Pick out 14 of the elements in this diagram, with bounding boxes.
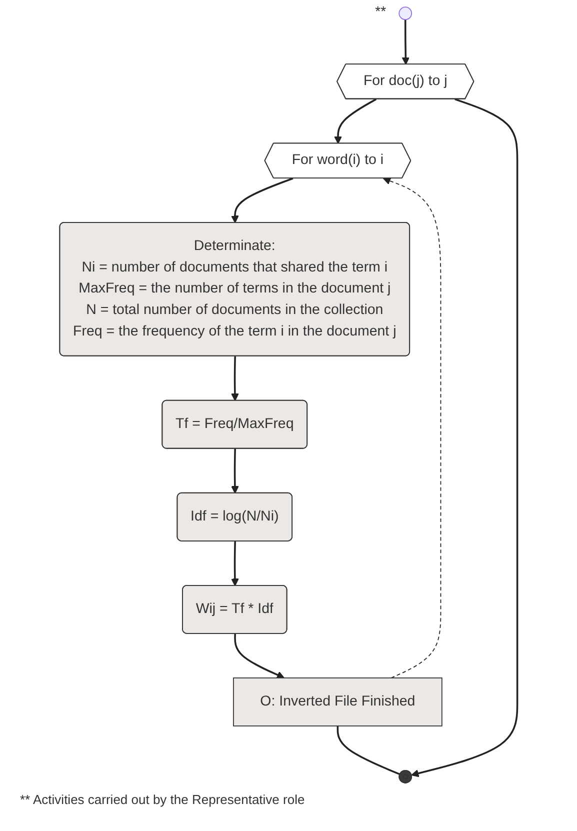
arrow — [231, 541, 239, 586]
connector — [336, 726, 400, 776]
arrow — [231, 356, 239, 402]
arrow — [334, 98, 377, 144]
arrow — [382, 177, 442, 678]
footnote-mark: ** — [375, 3, 386, 20]
node-circle — [398, 6, 412, 20]
arrow — [231, 448, 239, 494]
arrow — [411, 98, 518, 778]
arrow — [402, 20, 410, 65]
node-box — [233, 677, 442, 726]
arrow — [231, 178, 294, 224]
arrow — [234, 634, 285, 679]
footnote-text: ** Activities carried out by the Representative role — [20, 792, 306, 807]
